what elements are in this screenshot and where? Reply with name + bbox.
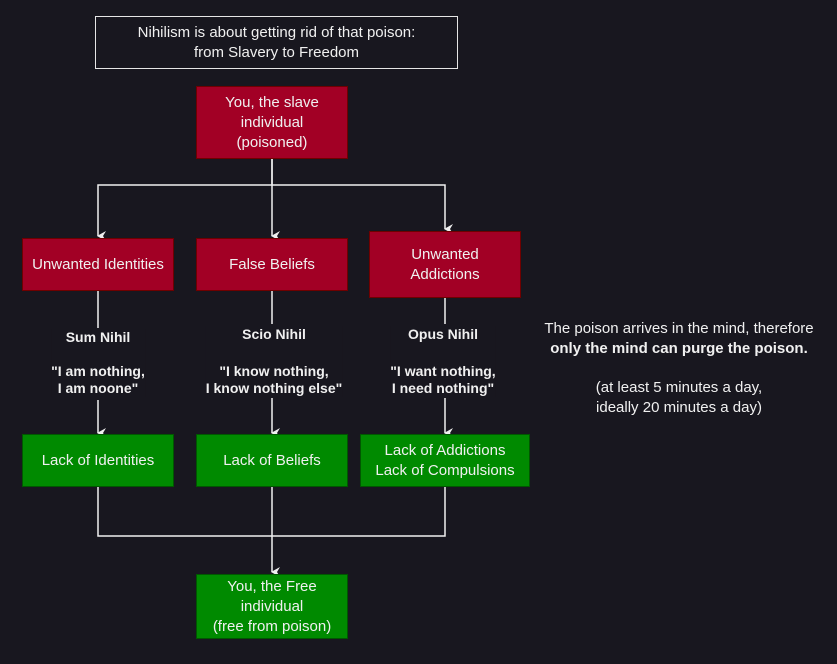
- problem-label: Unwanted Identities: [32, 255, 164, 273]
- note-line-2-bold: only the mind can purge the poison.: [550, 340, 808, 357]
- connector-start-to-addictions: [272, 184, 453, 234]
- start-node-slave: You, the slave individual (poisoned): [196, 86, 348, 159]
- practice-quote-line-2: I am noone": [57, 380, 139, 396]
- problem-false-beliefs: False Beliefs: [196, 238, 348, 291]
- practice-quote-line-1: "I know nothing,: [219, 363, 329, 379]
- connector-identities-to-end: [97, 487, 272, 537]
- outcome-label-line-1: Lack of Addictions: [384, 441, 506, 459]
- side-note: The poison arrives in the mind, therefor…: [529, 319, 829, 418]
- end-line-3: (free from poison): [212, 617, 332, 635]
- practice-name: Scio Nihil: [242, 326, 306, 342]
- note-line-1: The poison arrives in the mind, therefor…: [544, 320, 814, 337]
- practice-sum-nihil: Sum Nihil "I am nothing, I am noone": [51, 329, 145, 397]
- outcome-label-line-2: Lack of Compulsions: [375, 461, 515, 479]
- practice-quote-line-1: "I am nothing,: [51, 363, 145, 379]
- outcome-lack-of-beliefs: Lack of Beliefs: [196, 434, 348, 487]
- practice-scio-nihil: Scio Nihil "I know nothing, I know nothi…: [205, 326, 343, 397]
- practice-quote-line-2: I need nothing": [391, 380, 495, 396]
- connector-start-to-identities: [97, 158, 273, 241]
- diagram-title: Nihilism is about getting rid of that po…: [95, 16, 458, 69]
- problem-label-line-2: Addictions: [410, 265, 480, 283]
- practice-opus-nihil: Opus Nihil "I want nothing, I need nothi…: [390, 326, 496, 397]
- outcome-lack-of-identities: Lack of Identities: [22, 434, 174, 487]
- problem-label: False Beliefs: [229, 255, 315, 273]
- outcome-lack-of-addictions: Lack of Addictions Lack of Compulsions: [360, 434, 530, 487]
- practice-quote-line-2: I know nothing else": [205, 380, 343, 396]
- note-line-4: ideally 20 minutes a day): [596, 399, 762, 416]
- problem-unwanted-identities: Unwanted Identities: [22, 238, 174, 291]
- practice-name: Opus Nihil: [408, 326, 478, 342]
- outcome-label: Lack of Beliefs: [223, 451, 321, 469]
- practice-quote-line-1: "I want nothing,: [390, 363, 496, 379]
- end-node-free: You, the Free individual (free from pois…: [196, 574, 348, 639]
- end-line-1: You, the Free: [227, 577, 317, 595]
- start-line-1: You, the slave: [225, 93, 319, 111]
- note-line-3: (at least 5 minutes a day,: [595, 379, 763, 396]
- connector-addictions-to-end: [272, 487, 446, 537]
- title-line-2: from Slavery to Freedom: [193, 43, 360, 61]
- outcome-label: Lack of Identities: [41, 451, 155, 469]
- problem-unwanted-addictions: Unwanted Addictions: [369, 231, 521, 298]
- end-line-2: individual: [240, 597, 304, 615]
- start-line-2: individual: [240, 113, 304, 131]
- problem-label-line-1: Unwanted: [411, 245, 479, 263]
- practice-name: Sum Nihil: [65, 329, 131, 345]
- title-line-1: Nihilism is about getting rid of that po…: [137, 23, 416, 41]
- start-line-3: (poisoned): [236, 133, 308, 151]
